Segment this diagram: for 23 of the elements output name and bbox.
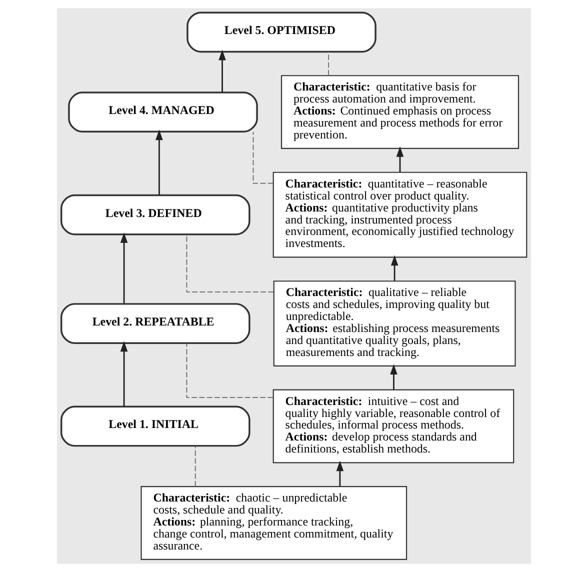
arrow — [390, 364, 398, 390]
arrow — [120, 341, 128, 406]
connector — [328, 52, 329, 76]
node-box: Level 5. OPTIMISED — [186, 12, 376, 53]
node-box: Level 1. INITIAL — [60, 406, 250, 447]
connector — [186, 234, 274, 292]
arrow — [336, 460, 344, 486]
node-box: Characteristic: quantitative – reasonable statistical control over product quality. Actions: quantitative productivity plans and tracking, instrumented process environment, economically justified technology investments. — [272, 172, 528, 258]
node-box: Characteristic: chaotic – unpredictable costs, schedule and quality. Actions: planning, performance tracking, change control, management commitment, quality assurance. — [140, 486, 408, 560]
arrow — [390, 255, 398, 281]
arrow — [156, 130, 163, 195]
node-box: Level 4. MANAGED — [68, 92, 258, 132]
arrow — [218, 50, 226, 92]
connector — [186, 342, 274, 398]
node-box: Characteristic: intuitive – cost and quality highly variable, reasonable control of schedules, informal process methods. Actions: develop process standards and definitions, establish methods. — [272, 389, 514, 464]
node-box: Characteristic: quantitative basis for process automation and improvement. Actions: Continued emphasis on process measurement and process methods for error prevention. — [280, 75, 520, 150]
connector — [252, 131, 274, 184]
node-box: Level 2. REPEATABLE — [60, 303, 250, 344]
connector — [194, 446, 196, 487]
arrow — [120, 232, 128, 304]
node-box: Level 3. DEFINED — [60, 194, 250, 236]
node-box: Characteristic: qualitative – reliable costs and schedules, improving quality but unpredictable. Actions: establishing process measurements and quantitative quality goals, plans, measurements and tracking. — [273, 280, 516, 366]
arrow — [396, 146, 404, 172]
